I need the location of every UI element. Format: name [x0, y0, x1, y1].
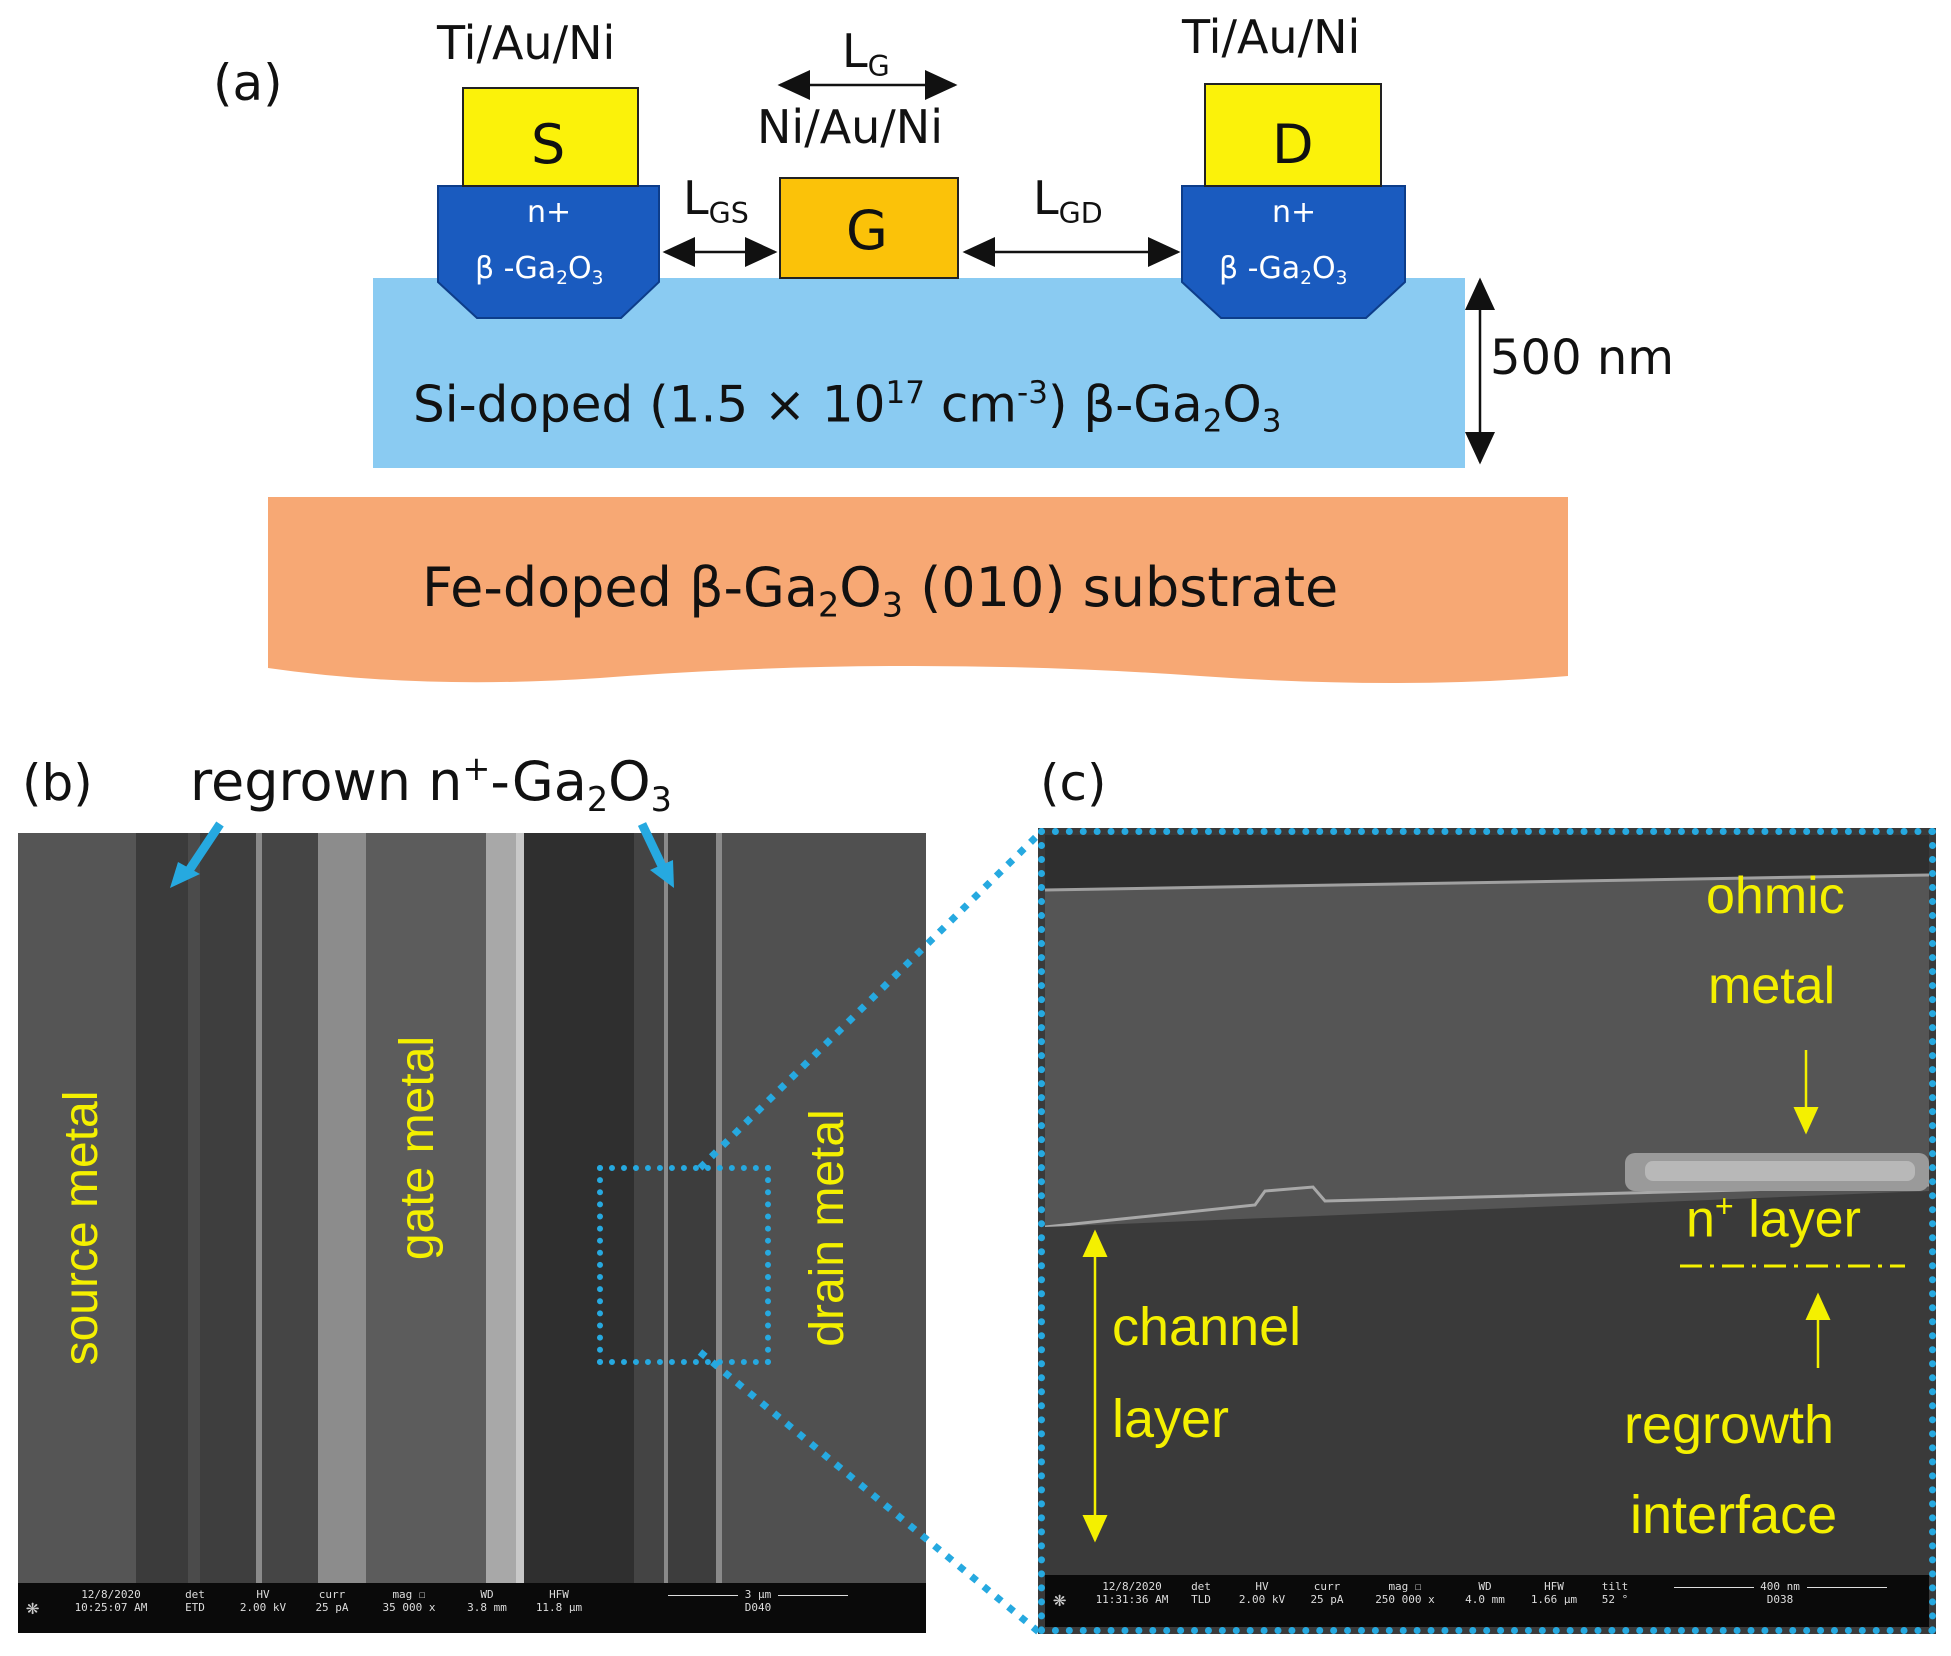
ohmic-label-1: ohmic: [1706, 867, 1845, 925]
ohmic-label-2: metal: [1708, 957, 1836, 1015]
panel-b-label: (b): [22, 754, 93, 812]
source-nplus-material: β -Ga2O3: [475, 251, 604, 289]
source-letter: S: [531, 113, 566, 176]
gate-metal-stack-label: Ni/Au/Ni: [757, 100, 943, 154]
scale-bar-b: 3 µm D040: [638, 1588, 878, 1614]
regrowth-label-2: interface: [1630, 1485, 1838, 1545]
scale-bar-c: 400 nm D038: [1645, 1580, 1915, 1606]
source-contact: [462, 87, 639, 187]
source-metal-stack-label: Ti/Au/Ni: [437, 16, 616, 70]
substrate-layer: [268, 497, 1568, 683]
lgs-label: LGS: [683, 171, 749, 231]
panel-c-label: (c): [1040, 754, 1107, 812]
fei-logo-icon: ❋: [1053, 1587, 1067, 1612]
channel-label-2: layer: [1112, 1389, 1230, 1449]
lgd-label: LGD: [1033, 171, 1103, 231]
sem-micrograph-b: [18, 833, 926, 1583]
thickness-label: 500 nm: [1490, 330, 1675, 386]
drain-nplus-material: β -Ga2O3: [1219, 251, 1348, 289]
zoom-region-box: [597, 1165, 771, 1365]
panel-a-label: (a): [213, 54, 283, 112]
drain-letter: D: [1272, 113, 1314, 176]
regrowth-label-1: regrowth: [1624, 1395, 1835, 1455]
drain-contact: [1204, 83, 1382, 187]
substrate-label: Fe-doped β-Ga2O3 (010) substrate: [422, 556, 1339, 625]
gate-letter: G: [846, 199, 888, 262]
sem-micrograph-c: [1045, 835, 1929, 1575]
gate-contact: [779, 177, 959, 279]
nplus-layer-label: n+ layer: [1686, 1188, 1861, 1249]
device-cross-section: [268, 70, 1568, 683]
drain-metal-stack-label: Ti/Au/Ni: [1182, 10, 1361, 64]
drain-nplus-label: n+: [1272, 195, 1317, 230]
lg-label: LG: [842, 24, 890, 84]
regrown-arrows: [170, 821, 674, 888]
channel-layer-label: Si-doped (1.5 × 1017 cm-3) β-Ga2O3: [413, 375, 1282, 440]
source-nplus-region: [437, 185, 660, 319]
regrown-label: regrown n+-Ga2O3: [190, 749, 672, 819]
fei-logo-icon: ❋: [26, 1595, 40, 1620]
source-nplus-label: n+: [527, 195, 572, 230]
channel-label-1: channel: [1112, 1297, 1302, 1357]
drain-nplus-region: [1181, 185, 1406, 319]
